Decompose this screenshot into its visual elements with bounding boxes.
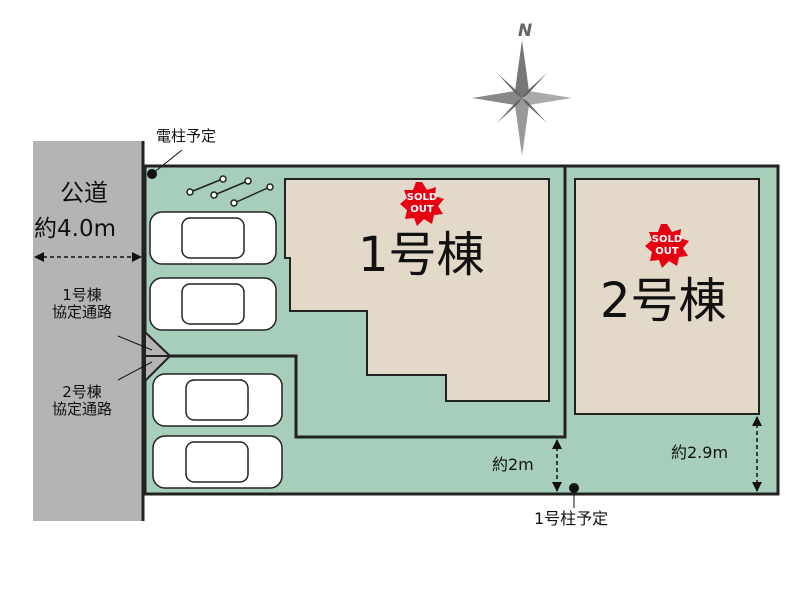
lot2-access-line1: 2号棟 [62, 383, 102, 401]
pole-1-label: 1号柱予定 [534, 509, 609, 528]
sold-out-badge-2-line1: SOLD [651, 234, 683, 245]
road-name: 公道 [60, 179, 108, 207]
building-2-footprint [574, 178, 760, 415]
building-2-label: 2号棟 [600, 273, 727, 329]
sold-out-badge-1-line1: SOLD [406, 192, 438, 203]
distance-2-9m-label: 約2.9m [671, 443, 729, 462]
utility-pole-label: 電柱予定 [156, 127, 217, 145]
lot2-access-label: 2号棟 協定通路 [52, 383, 113, 419]
parking-cars [149, 211, 283, 489]
road-width: 約4.0m [34, 216, 116, 242]
lot1-access-line1: 1号棟 [62, 286, 102, 304]
building-1-footprint [284, 178, 550, 402]
public-road [33, 141, 143, 521]
utility-pole-leader [151, 149, 183, 175]
dimension-arrow-2-9m [752, 416, 762, 492]
road-width-arrow [34, 252, 142, 262]
distance-2m-label: 約2m [492, 455, 534, 474]
lot2-access-leader [117, 361, 153, 381]
sold-out-burst-icon [645, 224, 689, 268]
dimension-arrow-2m [552, 439, 562, 492]
sold-out-burst-icon [400, 182, 444, 226]
lot2-access-line2: 協定通路 [52, 400, 113, 419]
lot-divider [150, 166, 567, 439]
lot1-access-line2: 協定通路 [52, 303, 113, 322]
compass-north-label: N [518, 21, 533, 41]
sold-out-badge-2-line2: OUT [655, 246, 679, 257]
sold-out-badge-1-line2: OUT [410, 204, 434, 215]
building-1-label: 1号棟 [358, 227, 485, 283]
lot1-access-label: 1号棟 協定通路 [52, 286, 113, 322]
lot1-access-leader [117, 335, 153, 351]
bicycles [186, 175, 274, 207]
compass-rose-icon [472, 40, 572, 156]
